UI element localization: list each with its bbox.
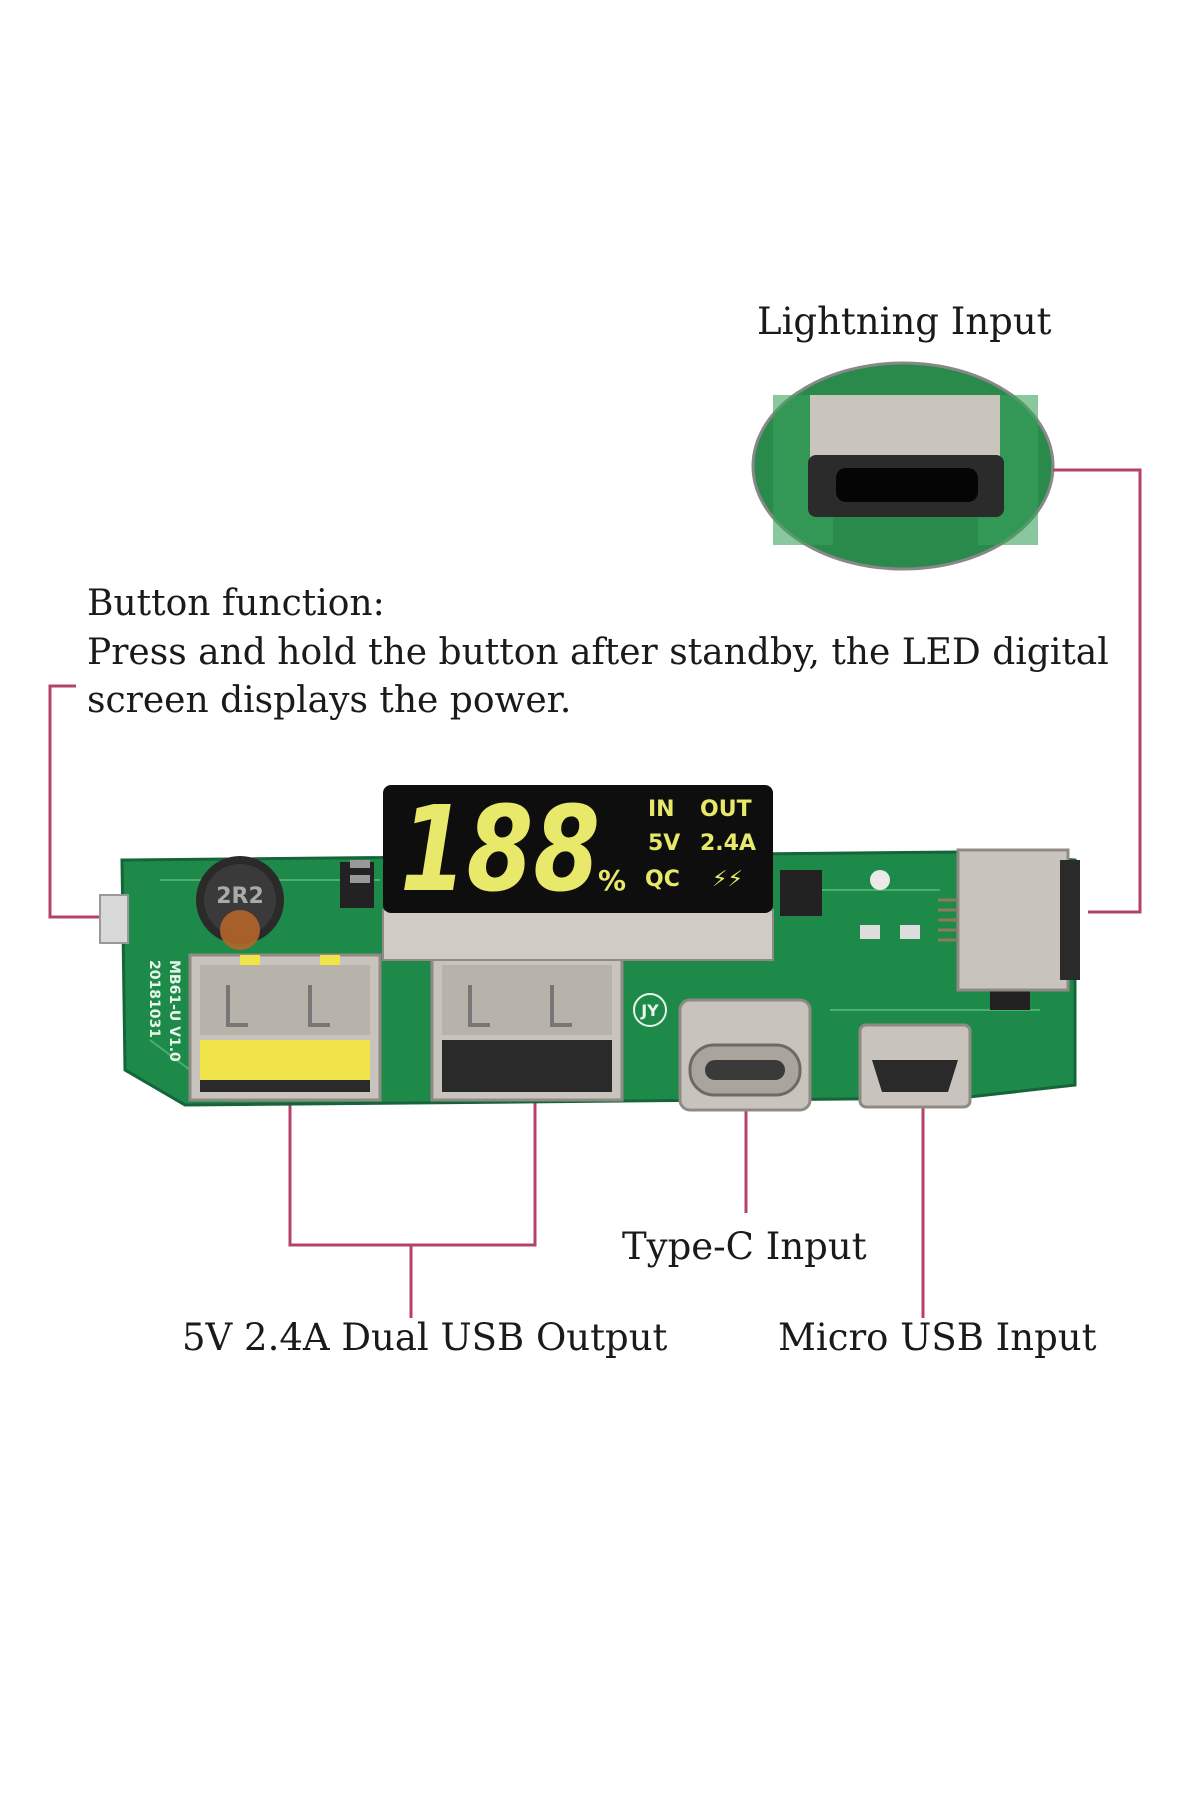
- led-out-value: 2.4A: [700, 831, 756, 856]
- dual-usb-output-label: 5V 2.4A Dual USB Output: [182, 1316, 668, 1359]
- led-qc-label: QC: [645, 867, 680, 892]
- led-in-label: IN: [648, 797, 675, 822]
- micro-usb-input-label: Micro USB Input: [778, 1316, 1097, 1359]
- usb-a-port-standard: [430, 953, 624, 1102]
- lightning-input-label: Lightning Input: [757, 300, 1052, 343]
- micro-usb-port: [858, 1023, 972, 1109]
- button-function-desc-line1: Press and hold the button after standby,…: [87, 632, 1109, 673]
- led-digits: 188: [400, 780, 600, 918]
- lightning-port-board: [938, 848, 1080, 992]
- inductor-marking: 2R2: [216, 884, 264, 909]
- led-bolt-icon: ⚡⚡: [712, 867, 743, 892]
- callout-lines: [48, 468, 1142, 1318]
- board-id-marking: MB61-U V1.0: [166, 960, 182, 1062]
- led-percent: %: [598, 864, 626, 897]
- button-function-desc-line2: screen displays the power.: [87, 680, 572, 721]
- board-date-marking: 20181031: [146, 960, 162, 1038]
- type-c-port: [678, 998, 812, 1112]
- usb-a-port-qc: [188, 953, 382, 1102]
- power-button[interactable]: [99, 894, 129, 944]
- led-out-label: OUT: [700, 797, 752, 822]
- led-display: 188 % IN OUT 5V 2.4A QC ⚡⚡: [350, 780, 774, 961]
- type-c-input-label: Type-C Input: [622, 1225, 867, 1268]
- button-function-title: Button function:: [87, 583, 385, 624]
- jy-logo: JY: [640, 1001, 659, 1020]
- lightning-zoom-inset: [751, 361, 1055, 571]
- led-in-value: 5V: [648, 831, 680, 856]
